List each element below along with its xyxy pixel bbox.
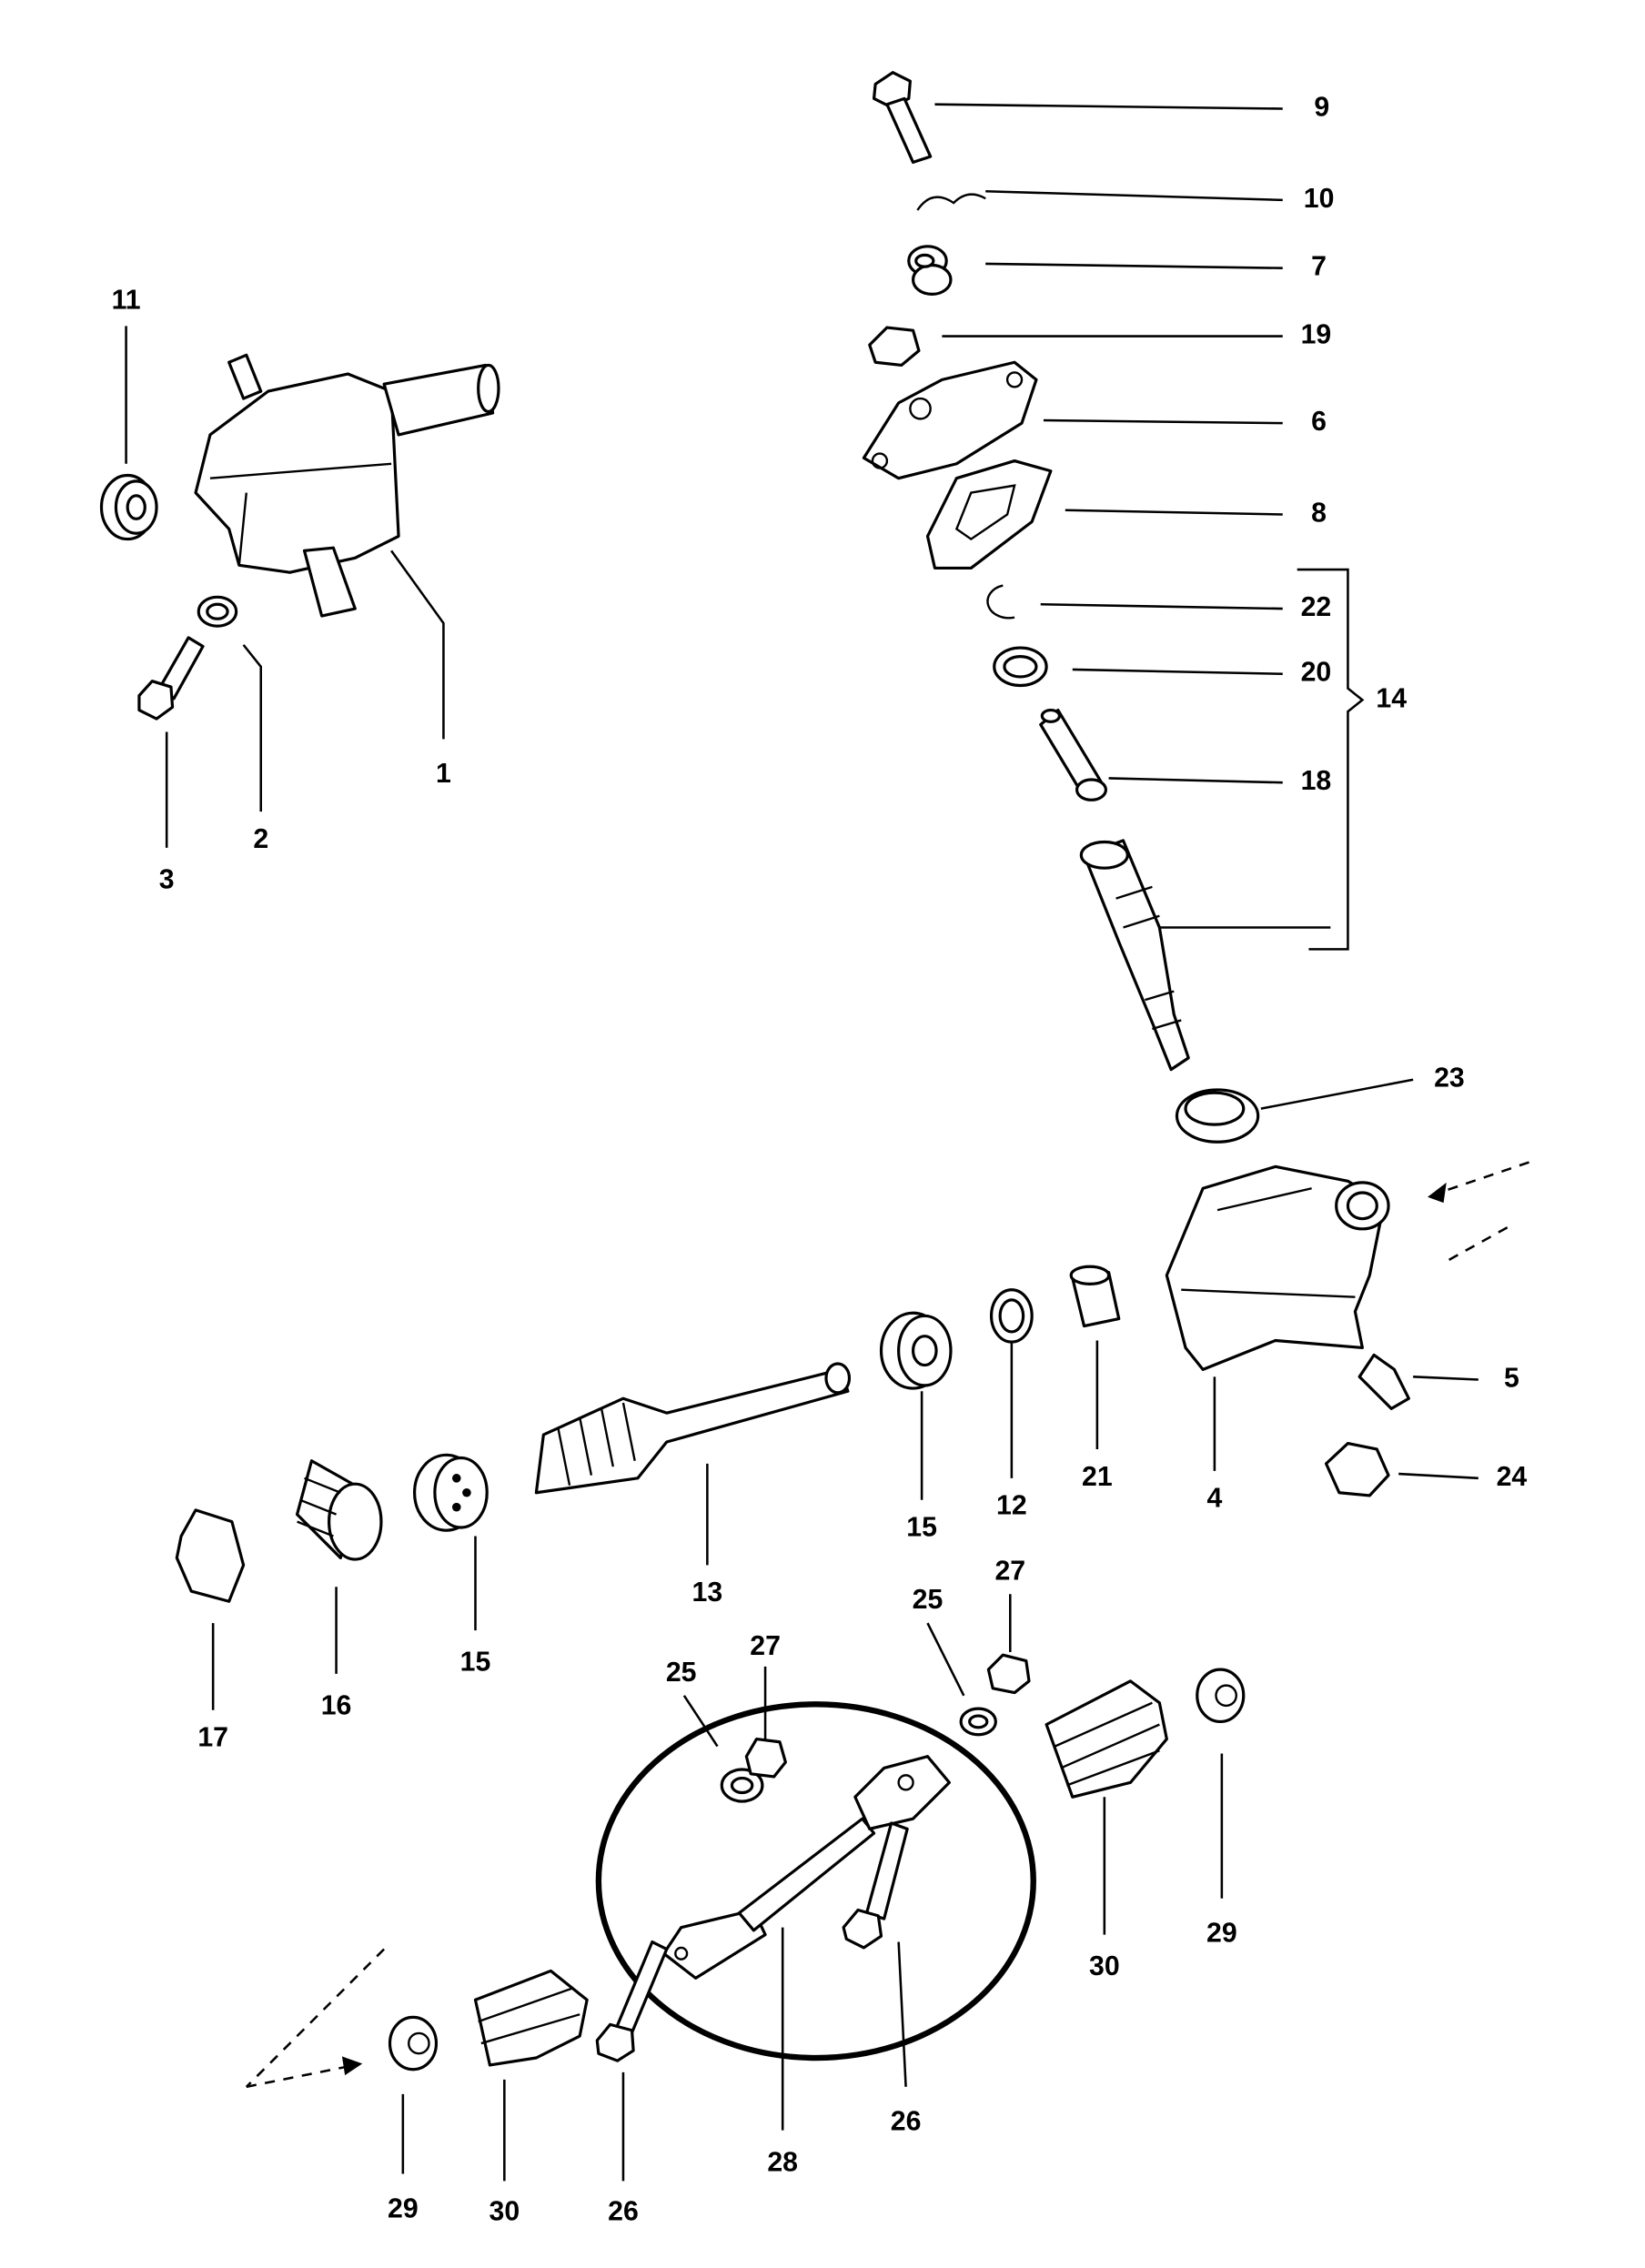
callout-21: 21 [1082,1462,1113,1492]
washer-icon [197,595,238,628]
rubber-boot-icon [1045,1679,1168,1799]
callout-18: 18 [1301,766,1332,796]
callout-15b: 15 [460,1648,491,1678]
callout-25: 25 [913,1585,944,1615]
parts [99,71,1410,2071]
intermediate-shaft-icon [661,1755,951,1980]
callout-12: 12 [996,1491,1027,1521]
bearing-icon [412,1453,489,1532]
fitting-icon [1357,1353,1410,1410]
bushing-icon [1069,1265,1121,1328]
callout-23: 23 [1434,1063,1465,1094]
nut-icon [868,326,921,368]
bolt-icon [137,636,205,721]
bearing-icon [879,1311,953,1390]
callout-29b: 29 [388,2193,419,2223]
callout-27: 27 [994,1556,1025,1586]
cap-icon [1196,1668,1246,1724]
cap-icon [388,2015,439,2071]
leader-lines [125,103,1478,2182]
locknut-icon [175,1508,246,1603]
gasket-icon [925,459,1053,570]
steering-shaft-highlight-circle [595,1701,1036,2061]
nut-icon [744,1737,787,1779]
housing-icon [1165,1164,1390,1371]
clip-icon [916,193,986,211]
cover-icon [862,360,1038,480]
callout-1: 1 [436,759,451,789]
callout-28: 28 [767,2147,798,2177]
threaded-plug-icon [295,1459,383,1561]
callout-labels: 9 10 7 19 6 8 22 20 18 14 23 5 24 4 21 1… [112,92,1528,2226]
callout-24: 24 [1497,1462,1528,1492]
callout-25b: 25 [666,1658,697,1688]
oil-seal-icon [99,473,158,541]
callout-10: 10 [1304,184,1335,214]
washer-icon [959,1707,997,1737]
callout-22: 22 [1301,592,1332,622]
callout-17: 17 [197,1723,228,1753]
callout-4: 4 [1206,1484,1222,1514]
callout-11: 11 [112,285,141,315]
adjusting-screw-icon [1039,708,1108,801]
worm-shaft-icon [1079,839,1190,1072]
part-outline [909,397,932,420]
callout-6: 6 [1311,407,1327,437]
bolt-icon [595,1940,669,2062]
part-outline [871,452,889,469]
callout-2: 2 [253,824,268,854]
callout-30: 30 [1089,1951,1120,1981]
nut-icon [1324,1442,1390,1497]
callout-7: 7 [1311,252,1327,282]
washer-icon [993,646,1048,688]
callout-3: 3 [159,865,175,895]
rubber-boot-icon [473,1969,589,2067]
callout-19: 19 [1301,320,1332,350]
cap-icon [907,245,953,296]
part-outline [1005,371,1024,388]
callout-15: 15 [906,1513,937,1543]
circlip-icon [986,584,1015,620]
nut-icon [986,1653,1031,1695]
callout-9: 9 [1314,92,1329,122]
steering-gear-assembly-icon [194,353,500,618]
seal-ring-icon [1175,1088,1260,1144]
callout-8: 8 [1311,499,1327,529]
callout-30b: 30 [489,2196,520,2226]
worm-gear-icon [534,1362,852,1495]
callout-26: 26 [891,2107,922,2137]
callout-14: 14 [1376,683,1407,713]
washer-icon [989,1288,1034,1344]
callout-16: 16 [321,1691,352,1721]
part-outline [954,484,1016,541]
washer-icon [720,1768,764,1803]
bolt-icon [872,71,933,165]
callout-20: 20 [1301,658,1332,688]
callout-27b: 27 [750,1631,781,1661]
bolt-icon [842,1821,909,1950]
callout-26b: 26 [608,2196,639,2226]
dashed-arrows [245,1161,1529,2089]
callout-29: 29 [1206,1919,1237,1949]
callout-5: 5 [1504,1364,1519,1394]
callout-13: 13 [692,1578,723,1608]
